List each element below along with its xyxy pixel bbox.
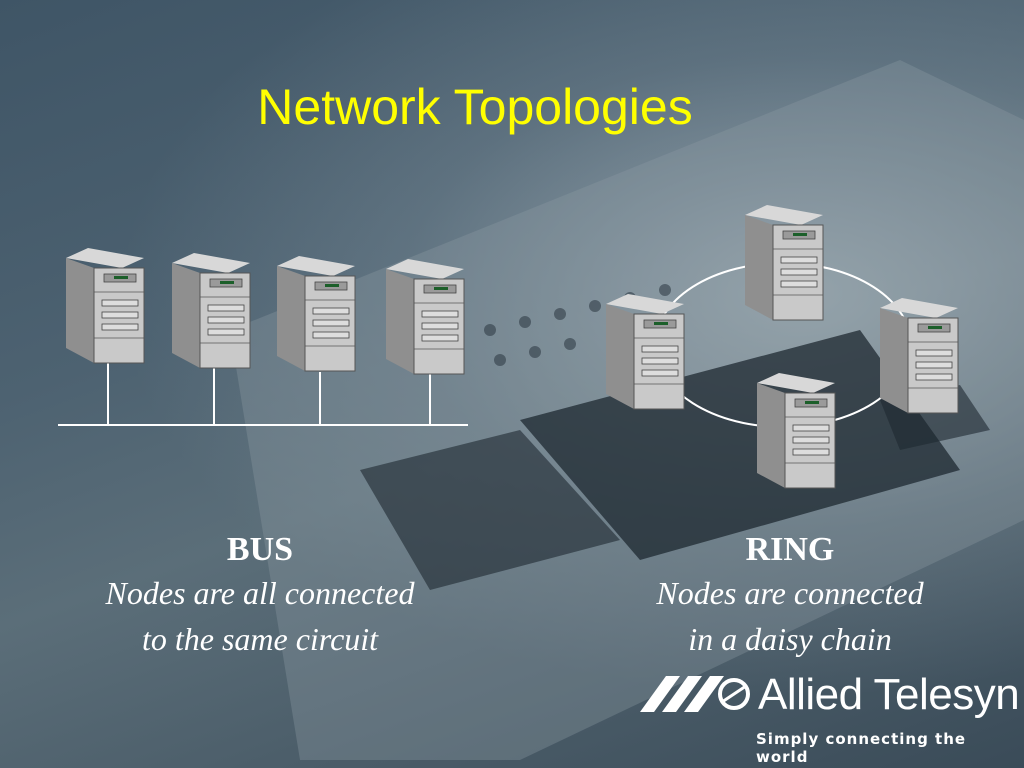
ring-node-icon	[879, 297, 959, 414]
bus-caption: BUS Nodes are all connected to the same …	[30, 530, 490, 662]
brand-block: Allied Telesyn Simply connecting the wor…	[640, 668, 1020, 766]
bus-node-icon	[65, 247, 145, 364]
ring-node-icon	[605, 293, 685, 410]
bus-description-line-2: to the same circuit	[141, 621, 379, 657]
ring-heading: RING	[745, 531, 835, 568]
ring-description-line-2: in a daisy chain	[688, 621, 892, 657]
ring-caption: RING Nodes are connected in a daisy chai…	[570, 530, 1010, 662]
slide-title: Network Topologies	[257, 79, 693, 135]
bus-diagram	[58, 247, 468, 426]
ring-description-line-1: Nodes are connected	[656, 575, 924, 611]
brand-tagline: Simply connecting the world	[756, 730, 967, 766]
ring-diagram	[605, 204, 959, 489]
bus-heading: BUS	[226, 531, 294, 568]
ring-node-icon	[744, 204, 824, 321]
ring-node-icon	[756, 372, 836, 489]
bus-node-icon	[171, 252, 251, 369]
bus-node-icon	[276, 255, 356, 372]
bus-node-icon	[385, 258, 465, 375]
brand-name: Allied Telesyn	[758, 670, 1020, 719]
bus-description-line-1: Nodes are all connected	[105, 575, 415, 611]
allied-telesyn-logo-icon	[640, 676, 750, 712]
